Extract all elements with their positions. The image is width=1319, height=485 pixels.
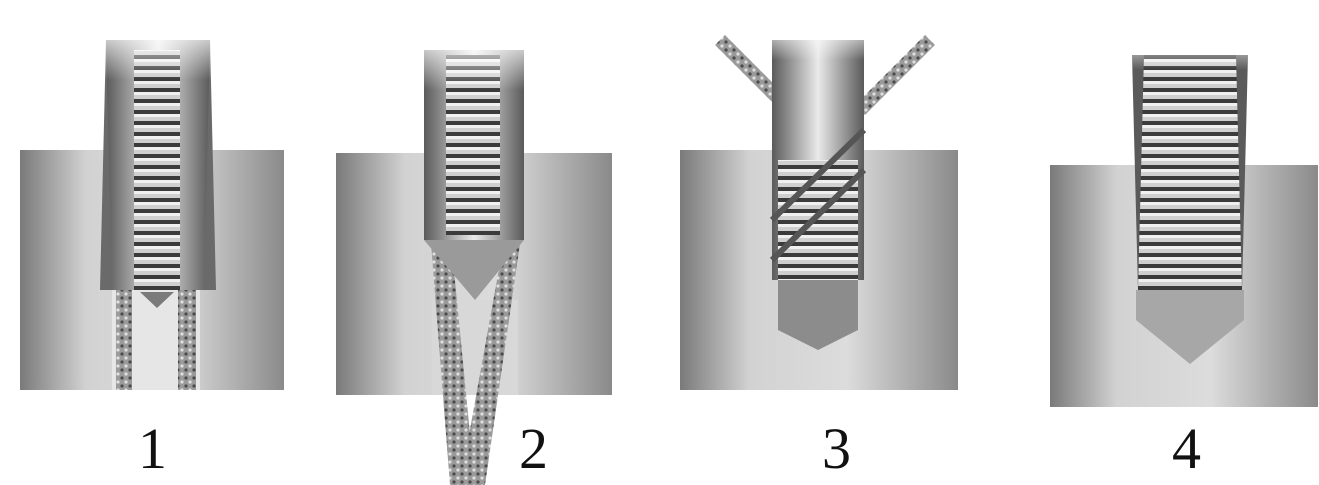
panel-2-spiral-point-tap: 2	[300, 0, 630, 485]
panel-1-illustration	[0, 0, 300, 485]
panel-1-straight-flute-tap: 1	[0, 0, 300, 485]
panel-3-illustration	[660, 0, 980, 485]
panel-3-spiral-flute-tap: 3	[660, 0, 980, 485]
tap-body	[1130, 30, 1250, 364]
panel-label: 1	[138, 420, 167, 478]
panel-4-forming-tap: 4	[1030, 0, 1319, 485]
panel-4-illustration	[1030, 0, 1319, 485]
tap-body	[100, 20, 216, 308]
panel-label: 2	[519, 420, 548, 478]
panel-2-illustration	[300, 0, 630, 485]
panel-label: 3	[822, 420, 851, 478]
panel-label: 4	[1172, 420, 1201, 478]
